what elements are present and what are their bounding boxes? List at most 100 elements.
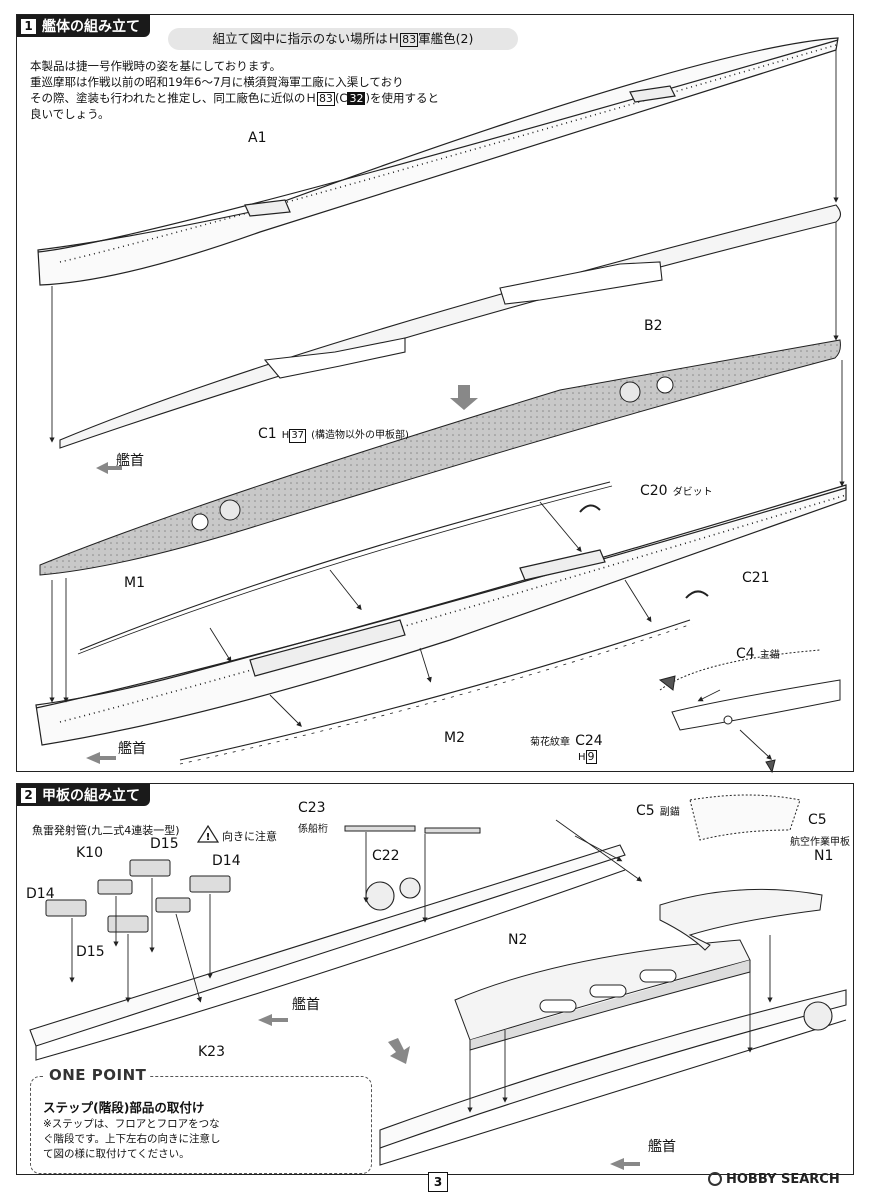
page-number: 3 bbox=[428, 1172, 448, 1192]
boom-part-c22 bbox=[424, 827, 481, 834]
label-c24: C24 bbox=[575, 733, 603, 749]
label-n2: N2 bbox=[508, 932, 528, 948]
color-note-suffix: 軍艦色(2) bbox=[418, 31, 474, 46]
intro-line-3-mid: (C bbox=[334, 91, 348, 105]
label-c5-right-note: 航空作業甲板 bbox=[790, 837, 850, 848]
label-c22: C22 bbox=[372, 848, 400, 864]
assembly-guides-2 bbox=[69, 819, 773, 1113]
intro-line-3-pre: その際、塗装も行われたと推定し、同工廠色に近似のＨ bbox=[30, 91, 317, 105]
watermark-logo-icon bbox=[708, 1172, 722, 1186]
section-2-title: 甲板の組み立て bbox=[42, 788, 140, 804]
intro-line-4: 良いでしょう。 bbox=[30, 107, 110, 121]
watermark-text: HOBBY SEARCH bbox=[726, 1172, 840, 1187]
label-c1: C1 bbox=[258, 426, 277, 442]
intro-line-3-post: )を使用すると bbox=[365, 91, 439, 105]
section-1-header: 1 艦体の組み立て bbox=[17, 15, 150, 37]
label-c20-note: ダビット bbox=[672, 487, 713, 498]
label-c4-note: 主錨 bbox=[759, 650, 780, 661]
label-d15-bottom: D15 bbox=[76, 944, 105, 960]
one-point-body: ※ステップは、フロアとフロアをつなぐ階段です。上下左右の向きに注意して図の様に取… bbox=[43, 1118, 221, 1160]
section-2-header: 2 甲板の組み立て bbox=[17, 784, 150, 806]
label-k23: K23 bbox=[198, 1044, 225, 1060]
label-c24-note: 菊花紋章 bbox=[530, 737, 570, 748]
section-2-number: 2 bbox=[21, 787, 36, 803]
label-c21: C21 bbox=[742, 570, 770, 586]
label-c5-top-group: C5 副錨 bbox=[636, 800, 680, 819]
label-bow-2: 艦首 bbox=[118, 741, 146, 757]
label-c20-group: C20 ダビット bbox=[640, 480, 713, 499]
label-bow-4: 艦首 bbox=[648, 1139, 676, 1155]
davit-part-c21 bbox=[685, 590, 709, 599]
section-1-title: 艦体の組み立て bbox=[42, 19, 140, 35]
deck-part-b2 bbox=[59, 204, 842, 449]
label-c5-top-note: 副錨 bbox=[659, 807, 680, 818]
section-1-number: 1 bbox=[21, 18, 36, 34]
section-1-panel: 1 艦体の組み立て bbox=[16, 14, 854, 772]
c5-closeup bbox=[689, 794, 801, 841]
label-c1-paint-code: 37 bbox=[289, 429, 307, 443]
one-point-subtitle: ステップ(階段)部品の取付け bbox=[43, 1100, 205, 1115]
deck-part-c1 bbox=[39, 339, 841, 576]
intro-line-1: 本製品は捷一号作戦時の姿を基にしております。 bbox=[30, 59, 282, 73]
hull-part-a1 bbox=[37, 37, 839, 286]
label-c4-group: C4 主錨 bbox=[736, 643, 780, 662]
torpedo-tubes bbox=[45, 859, 231, 933]
label-d15-top: D15 bbox=[150, 836, 179, 852]
deck-part-n2 bbox=[454, 939, 751, 1051]
label-c20: C20 bbox=[640, 483, 668, 499]
intro-text: 本製品は捷一号作戦時の姿を基にしております。 重巡摩耶は作戦以前の昭和19年6～… bbox=[30, 58, 439, 122]
assembly-guides-1 bbox=[49, 48, 845, 760]
label-m1: M1 bbox=[124, 575, 145, 591]
label-k10: K10 bbox=[76, 845, 103, 861]
bow-arrow-3 bbox=[258, 1014, 288, 1026]
deck-section-2 bbox=[29, 844, 847, 1166]
svg-text:!: ! bbox=[206, 832, 211, 843]
label-c5-right: C5 bbox=[808, 812, 827, 828]
label-bow-1: 艦首 bbox=[116, 453, 144, 469]
hull-assembly bbox=[35, 484, 847, 746]
label-caution: 向きに注意 bbox=[222, 830, 277, 843]
label-c23: C23 bbox=[298, 800, 326, 816]
label-c24-group: 菊花紋章 C24 bbox=[530, 730, 603, 749]
one-point-title: ONE POINT bbox=[45, 1066, 151, 1084]
label-c5-top: C5 bbox=[636, 803, 655, 819]
boom-part-c23 bbox=[344, 825, 416, 832]
label-a1: A1 bbox=[248, 130, 267, 146]
label-c24-paint-prefix: H bbox=[578, 752, 586, 763]
step-arrow-1 bbox=[450, 385, 478, 410]
caution-icon: ! bbox=[196, 824, 220, 843]
strip-part-m1 bbox=[79, 481, 611, 651]
watermark: HOBBY SEARCH bbox=[708, 1172, 840, 1187]
label-c1-note: (構造物以外の甲板部) bbox=[311, 430, 409, 441]
bow-closeup bbox=[658, 649, 841, 774]
label-torpedo: 魚雷発射管(九二式4連装一型) bbox=[32, 824, 180, 837]
label-c23-note: 係船桁 bbox=[298, 824, 328, 835]
davit-part-c20 bbox=[579, 504, 601, 513]
bow-arrow-1 bbox=[96, 462, 122, 474]
bow-arrow-2 bbox=[86, 752, 116, 764]
label-c24-paint-code: 9 bbox=[585, 750, 597, 764]
paint-code-h83: 83 bbox=[316, 92, 335, 106]
label-d14-right: D14 bbox=[212, 853, 241, 869]
paint-code-box: 83 bbox=[400, 33, 419, 47]
deck-part-n1 bbox=[659, 888, 823, 951]
strip-part-m2 bbox=[179, 619, 691, 761]
label-n1: N1 bbox=[814, 848, 834, 864]
label-b2: B2 bbox=[644, 318, 663, 334]
one-point-box: ONE POINT ステップ(階段)部品の取付け ※ステップは、フロアとフロアを… bbox=[30, 1066, 372, 1174]
intro-line-2: 重巡摩耶は作戦以前の昭和19年6～7月に横須賀海軍工廠に入渠しており bbox=[30, 75, 404, 89]
label-c1-paint-prefix: H bbox=[281, 430, 290, 441]
color-note-text: 組立て図中に指示のない場所はＨ bbox=[212, 31, 401, 46]
label-bow-3: 艦首 bbox=[292, 997, 320, 1013]
step-arrow-2 bbox=[388, 1038, 410, 1064]
label-c4: C4 bbox=[736, 646, 755, 662]
label-m2: M2 bbox=[444, 730, 465, 746]
bow-arrow-4 bbox=[610, 1158, 640, 1170]
paint-code-c32: 32 bbox=[347, 92, 366, 105]
label-d14-left: D14 bbox=[26, 886, 55, 902]
